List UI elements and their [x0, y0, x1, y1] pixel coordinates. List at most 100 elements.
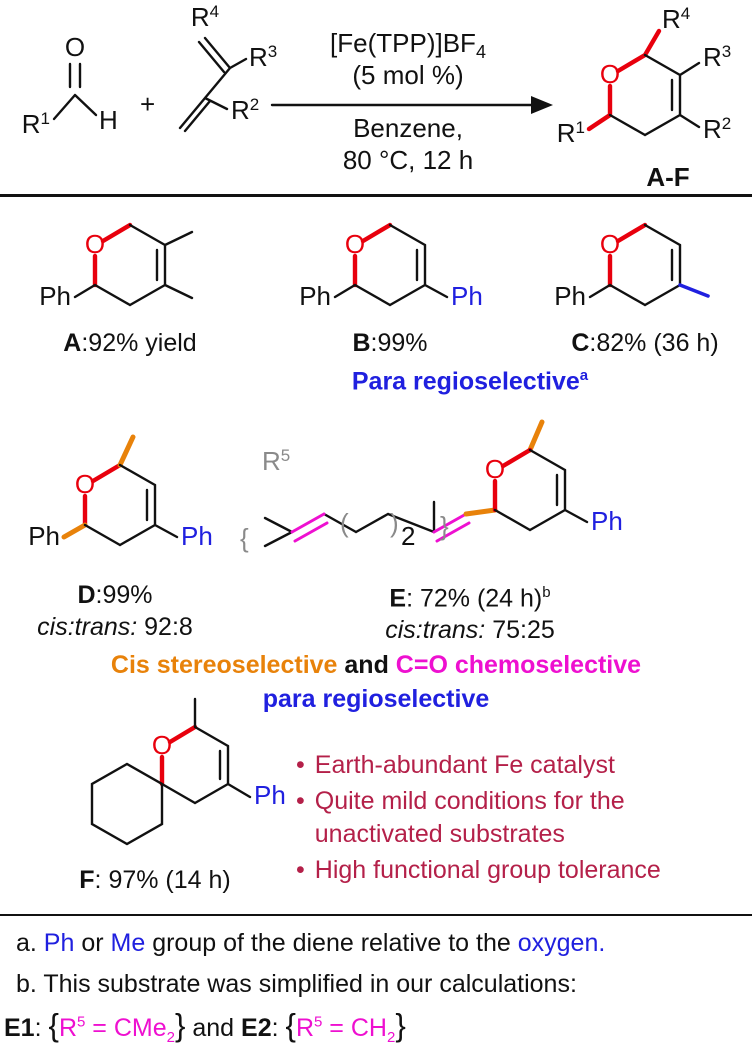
ratio-d-cis-trans: cis:trans: — [37, 613, 138, 641]
headline-para-regioselective: Para regioselectivea — [250, 367, 690, 396]
molecule-b: O Ph Ph — [299, 222, 483, 311]
substituent-label-r4: R4 — [662, 4, 690, 34]
substituent-label-ph-para: Ph — [591, 506, 623, 536]
substituent-label-r1: R1 — [557, 118, 585, 148]
brace-close: } — [440, 511, 449, 541]
diene-bonds — [178, 36, 248, 133]
plus-sign: + — [140, 89, 155, 119]
condition-catalyst: [Fe(TPP)]BF4 — [330, 28, 486, 62]
red-bonds — [159, 724, 198, 787]
aldehyde-structure: O R1 H — [22, 32, 118, 139]
substituent-label-ph: Ph — [299, 281, 331, 311]
red-bonds — [82, 462, 123, 528]
footnote-b: b. This substrate was simplified in our … — [16, 970, 577, 998]
footnote-a-mid: group of the diene relative to the — [145, 929, 518, 957]
black-bonds — [333, 223, 449, 307]
caption-e-sup: b — [542, 584, 551, 601]
atom-label-h: H — [99, 105, 118, 135]
r-sup: 5 — [314, 1013, 323, 1031]
r-base: R — [703, 114, 722, 144]
and-word: and — [185, 1014, 242, 1042]
footnote-a-ph: Ph — [43, 929, 75, 957]
black-bonds — [73, 223, 194, 307]
caption-a-text: :92% yield — [81, 329, 197, 357]
headline-para-regioselective-2: para regioselective — [262, 685, 490, 713]
e2-sub: 2 — [386, 1029, 396, 1046]
r-sup: 2 — [722, 114, 731, 133]
black-bonds — [83, 463, 179, 547]
bullet-text: Earth-abundant Fe catalyst — [314, 751, 615, 779]
atom-label-o: O — [600, 59, 620, 89]
catalyst-text: [Fe(TPP)]BF — [330, 28, 476, 58]
substituent-label-r3: R3 — [703, 42, 731, 72]
caption-c-text: :82% (36 h) — [589, 329, 719, 357]
molecule-f: O Ph — [90, 697, 286, 846]
headline-para-text: Para regioselective — [351, 367, 580, 396]
substituent-label-ph-para: Ph — [181, 521, 213, 551]
methyl-blue-bond — [678, 283, 710, 298]
caption-f-label: F — [79, 866, 95, 894]
chain-repeat-subscript: 2 — [401, 521, 415, 551]
caption-c: C:82% (36 h) — [540, 329, 750, 358]
r-base: R — [191, 2, 210, 32]
caption-e-label: E — [389, 584, 407, 613]
condition-temp-time: 80 °C, 12 h — [343, 145, 473, 175]
caption-b: B:99% — [295, 329, 485, 358]
molecule-a: O Ph — [39, 222, 194, 311]
red-bonds — [607, 222, 648, 288]
r-base: R — [22, 109, 41, 139]
atom-label-o: O — [345, 229, 365, 259]
brace-open: { — [285, 1008, 296, 1043]
e2-definition: R5 = CH2 — [295, 1013, 395, 1046]
brace-close: } — [395, 1008, 406, 1043]
pyran-black-bonds — [160, 697, 252, 805]
product-structure-general: O R4 R3 R2 R1 A-F — [557, 4, 732, 192]
product-red-bonds — [586, 28, 662, 132]
r-base: R — [662, 4, 681, 34]
bullet-text: High functional group tolerance — [314, 856, 661, 884]
substituent-label-r2: R2 — [703, 114, 731, 144]
bullet-dot: • — [296, 787, 305, 815]
molecule-c: O Ph — [554, 222, 710, 311]
brace-open: { — [48, 1008, 59, 1043]
caption-f: F: 97% (14 h) — [40, 866, 270, 895]
r-sup: 5 — [281, 446, 290, 465]
substituent-label-r1: R1 — [22, 109, 50, 139]
r-sup: 4 — [681, 4, 690, 23]
atom-label-o: O — [65, 32, 85, 62]
caption-d-text: :99% — [95, 581, 153, 609]
atom-label-o: O — [485, 454, 505, 484]
red-bonds — [492, 447, 533, 513]
divider-bottom — [0, 914, 752, 916]
atom-label-o: O — [75, 469, 95, 499]
headline-co-chemoselective: C=O chemoselective — [395, 651, 642, 679]
substituent-label-r4: R4 — [191, 2, 219, 32]
highlights-list: •Earth-abundant Fe catalyst •Quite mild … — [296, 749, 748, 890]
r-sup: 1 — [576, 118, 585, 137]
e1-label: E1 — [4, 1014, 35, 1042]
r-base: R — [557, 118, 576, 148]
caption-c-label: C — [571, 329, 590, 357]
catalyst-sub: 4 — [476, 42, 486, 62]
bullet-dot: • — [296, 751, 305, 779]
list-item: • Earth-abundant Fe catalyst — [296, 749, 748, 782]
stereo-orange-bonds — [61, 434, 136, 540]
chain-magenta-double-bonds — [290, 512, 471, 543]
bullet-dot: • — [296, 856, 305, 884]
atom-label-o: O — [85, 229, 105, 259]
ratio-d: cis:trans: 92:8 — [15, 613, 215, 642]
headline-cis-stereoselective: Cis stereoselective — [110, 651, 338, 679]
r-base: R — [295, 1014, 315, 1042]
divider-top — [0, 194, 752, 197]
r-base: R — [262, 446, 281, 476]
r-base: R — [703, 42, 722, 72]
product-range-label: A-F — [646, 162, 689, 192]
chain-black-bonds — [263, 500, 436, 548]
ratio-e-value: 75:25 — [485, 616, 555, 644]
e2-label: E2 — [241, 1014, 272, 1042]
product-black-bonds — [608, 53, 701, 137]
cyclohexane-bonds — [90, 762, 164, 846]
caption-e-text: : 72% (24 h) — [406, 584, 543, 613]
substituent-label-ph-para: Ph — [451, 281, 483, 311]
